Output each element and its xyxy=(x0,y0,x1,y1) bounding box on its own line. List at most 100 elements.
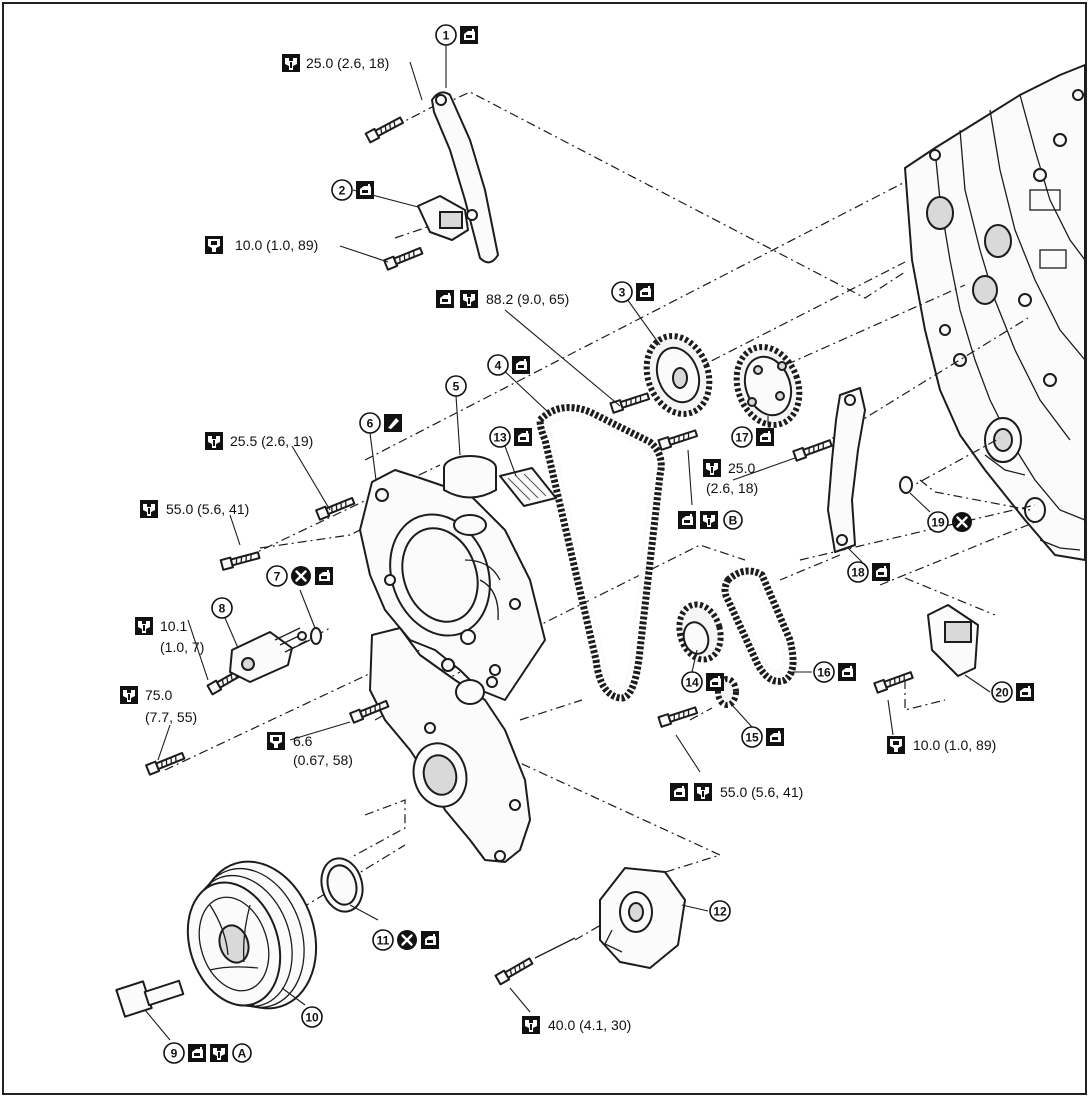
oil-seal-11 xyxy=(320,857,364,913)
svg-text:1: 1 xyxy=(443,29,450,43)
oil-can-icon xyxy=(512,356,530,374)
torque-label-55-0-left: 55.0 (5.6, 41) xyxy=(140,500,249,518)
oil-can-icon xyxy=(678,511,696,529)
chain-tensioner-2 xyxy=(383,195,469,271)
crankshaft-pulley-10 xyxy=(186,860,318,1010)
torque-wrench-icon xyxy=(210,1044,228,1062)
torque-label-25-5: 25.5 (2.6, 19) xyxy=(205,432,313,450)
timing-chain-4 xyxy=(536,404,665,702)
svg-text:7: 7 xyxy=(274,570,281,584)
svg-text:20: 20 xyxy=(995,686,1009,700)
callout-20: 20 xyxy=(991,681,1034,703)
torque-wrench-icon xyxy=(703,459,721,477)
torque-wrench-icon xyxy=(700,511,718,529)
oil-can-icon xyxy=(421,931,439,949)
torque-label-b: B xyxy=(678,510,743,530)
svg-text:10: 10 xyxy=(305,1011,319,1025)
idler-pulley-12 xyxy=(494,867,686,986)
cylinder-block xyxy=(904,64,1086,561)
svg-text:14: 14 xyxy=(685,676,699,690)
callout-11: 11 xyxy=(372,928,439,952)
callout-19: 19 xyxy=(927,510,974,534)
callout-12: 12 xyxy=(709,900,731,922)
svg-text:(2.6, 18): (2.6, 18) xyxy=(706,480,758,496)
oil-can-icon xyxy=(636,283,654,301)
torque-wrench-icon xyxy=(205,432,223,450)
callout-2: 2 xyxy=(331,179,374,201)
svg-text:13: 13 xyxy=(493,431,507,445)
chain-tensioner-20 xyxy=(873,604,979,694)
svg-text:55.0 (5.6, 41): 55.0 (5.6, 41) xyxy=(720,784,803,800)
torque-label-10-1: 10.1 (1.0, 7) xyxy=(135,617,204,655)
callout-5: 5 xyxy=(445,375,467,397)
svg-text:25.5 (2.6, 19): 25.5 (2.6, 19) xyxy=(230,433,313,449)
camshaft-sprocket-17 xyxy=(657,344,803,451)
oil-can-icon xyxy=(756,428,774,446)
svg-text:17: 17 xyxy=(735,431,749,445)
torque-wrench-icon xyxy=(120,686,138,704)
oil-can-icon xyxy=(356,181,374,199)
svg-text:10.0 (1.0, 89): 10.0 (1.0, 89) xyxy=(235,237,318,253)
oil-can-icon xyxy=(436,290,454,308)
svg-text:55.0 (5.6, 41): 55.0 (5.6, 41) xyxy=(166,501,249,517)
torque-label-6-6: 6.6 (0.67, 58) xyxy=(267,732,353,768)
o-ring-19 xyxy=(899,476,913,494)
svg-text:4: 4 xyxy=(495,359,502,373)
callout-6: 6 xyxy=(359,412,402,434)
svg-text:18: 18 xyxy=(851,566,865,580)
callout-10: 10 xyxy=(301,1006,323,1028)
part-13 xyxy=(499,467,557,507)
callout-15: 15 xyxy=(741,726,784,748)
svg-text:88.2 (9.0, 65): 88.2 (9.0, 65) xyxy=(486,291,569,307)
torque-label-10-0-right: 10.0 (1.0, 89) xyxy=(887,736,996,754)
torque-wrench-icon xyxy=(282,54,300,72)
chain-guide-18 xyxy=(792,387,866,553)
svg-text:16: 16 xyxy=(817,666,831,680)
svg-text:8: 8 xyxy=(219,602,226,616)
svg-text:15: 15 xyxy=(745,731,759,745)
torque-label-25-0-top: 25.0 (2.6, 18) xyxy=(282,54,389,72)
chain-guide-upper xyxy=(364,91,499,264)
crankshaft-sprocket-14 xyxy=(676,601,724,663)
svg-text:19: 19 xyxy=(931,516,945,530)
do-not-reuse-icon xyxy=(289,564,313,588)
torque-wrench-inch-icon xyxy=(205,236,223,254)
svg-text:2: 2 xyxy=(339,184,346,198)
o-ring-7 xyxy=(310,627,322,645)
oil-can-icon xyxy=(706,673,724,691)
callout-8: 8 xyxy=(211,597,233,619)
torque-label-75-0: 75.0 (7.7, 55) xyxy=(120,686,197,725)
svg-text:A: A xyxy=(238,1047,247,1061)
chain-tensioner-8 xyxy=(229,627,311,683)
svg-text:5: 5 xyxy=(453,380,460,394)
camshaft-sprocket-3 xyxy=(609,333,713,417)
leader-lines xyxy=(144,45,991,1041)
part-5 xyxy=(443,455,497,536)
callout-4: 4 xyxy=(487,354,530,376)
oil-can-icon xyxy=(766,728,784,746)
oil-can-icon xyxy=(460,26,478,44)
callout-7: 7 xyxy=(266,564,333,588)
svg-text:B: B xyxy=(729,514,738,528)
svg-text:12: 12 xyxy=(713,905,727,919)
svg-text:6: 6 xyxy=(367,417,374,431)
callout-14: 14 xyxy=(681,671,724,693)
torque-wrench-inch-icon xyxy=(887,736,905,754)
svg-text:25.0 (2.6, 18): 25.0 (2.6, 18) xyxy=(306,55,389,71)
do-not-reuse-icon xyxy=(395,928,419,952)
oil-can-icon xyxy=(1016,683,1034,701)
torque-label-25-0-right: 25.0 (2.6, 18) xyxy=(703,459,758,496)
svg-text:(7.7, 55): (7.7, 55) xyxy=(145,709,197,725)
oil-can-icon xyxy=(514,428,532,446)
svg-text:25.0: 25.0 xyxy=(728,460,755,476)
oil-can-icon xyxy=(838,663,856,681)
chain-16 xyxy=(721,567,797,685)
svg-text:6.6: 6.6 xyxy=(293,733,313,749)
torque-wrench-inch-icon xyxy=(267,732,285,750)
oil-can-icon xyxy=(670,783,688,801)
callout-18: 18 xyxy=(847,561,890,583)
callout-3: 3 xyxy=(611,281,654,303)
front-cover-6 xyxy=(359,469,546,701)
sealant-icon xyxy=(384,414,402,432)
